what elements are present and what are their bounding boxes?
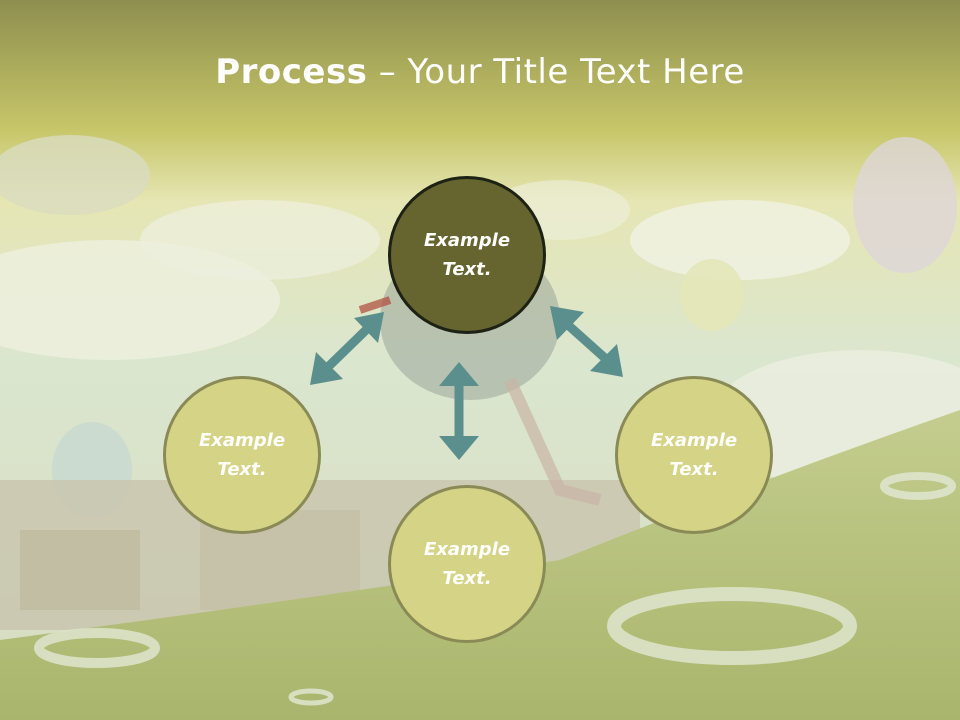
node-right-line1: Example — [650, 430, 738, 451]
title-rest: – Your Title Text Here — [367, 52, 745, 92]
node-bottom-line2: Text. — [442, 568, 492, 589]
arrow-vertical — [439, 362, 479, 460]
title-bold: Process — [215, 52, 368, 92]
node-top-line1: Example — [423, 230, 511, 251]
node-right-line2: Text. — [669, 459, 719, 480]
slide-title: Process – Your Title Text Here — [0, 52, 960, 92]
arrow-top-right — [550, 306, 623, 377]
node-bottom-line1: Example — [423, 539, 511, 560]
arrow-top-left — [310, 312, 384, 385]
node-left-line2: Text. — [217, 459, 267, 480]
node-top-line2: Text. — [442, 259, 492, 280]
node-left-line1: Example — [198, 430, 286, 451]
